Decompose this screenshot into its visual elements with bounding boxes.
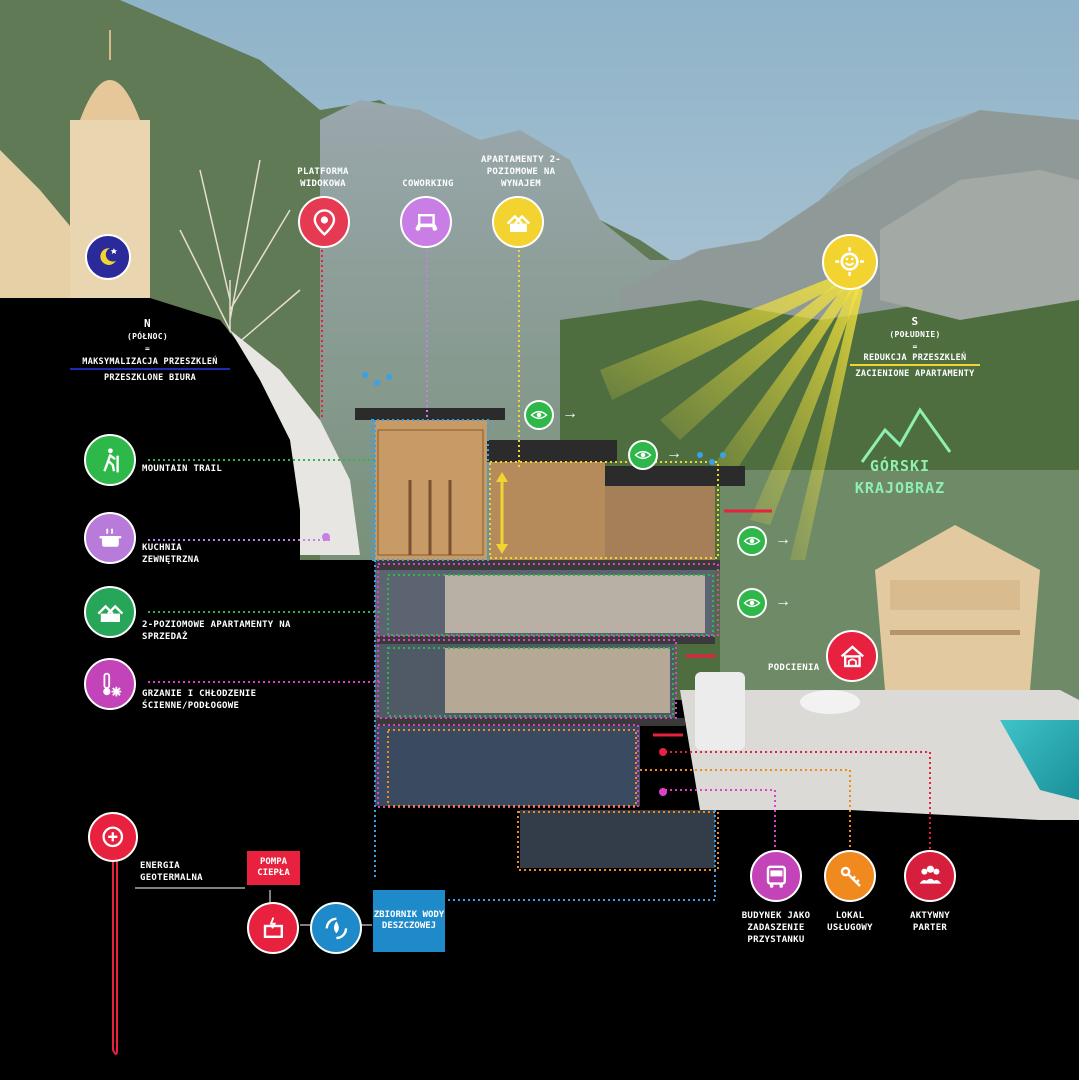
view-arrow-icon: → bbox=[775, 593, 791, 610]
energia-label: ENERGIA GEOTERMALNA bbox=[140, 861, 203, 883]
hill-slope bbox=[230, 330, 360, 555]
car bbox=[800, 690, 860, 714]
heat-pump-icon bbox=[247, 902, 299, 954]
view-arrow-icon: → bbox=[775, 531, 791, 548]
mountain-trail-label: MOUNTAIN TRAIL bbox=[142, 464, 223, 474]
podcienia-label: PODCIENIA bbox=[768, 663, 820, 673]
lake bbox=[1000, 720, 1079, 800]
house-arcade-icon bbox=[826, 630, 878, 682]
view-arrow-icon: → bbox=[562, 405, 578, 422]
sun-smile-icon bbox=[822, 234, 878, 290]
view-arrow-icon: → bbox=[666, 445, 682, 462]
water-cycle-icon bbox=[310, 902, 362, 954]
view-eye-icon bbox=[737, 526, 767, 556]
rain-drops bbox=[362, 372, 726, 465]
south-sub: (POŁUDNIE) bbox=[889, 330, 941, 339]
church-dome bbox=[80, 80, 140, 120]
location-eye-icon bbox=[298, 196, 350, 248]
coworking-label: COWORKING bbox=[402, 179, 454, 189]
rock-face bbox=[880, 170, 1079, 320]
north-sub: (PÓŁNOC) bbox=[127, 332, 168, 341]
moon-stars-icon bbox=[85, 234, 131, 280]
zbiornik-box: ZBIORNIK WODY DESZCZOWEJ bbox=[373, 890, 445, 952]
connector-lines bbox=[148, 245, 931, 901]
apartamenty-wynajem-label: APARTAMENTY 2-POZIOMOWE NA WYNAJEM bbox=[480, 155, 562, 189]
apartamenty-sprzedaz-label: 2-POZIOMOWE APARTAMENTY NA SPRZEDAŻ bbox=[142, 620, 291, 642]
thermo-snow-icon bbox=[84, 658, 136, 710]
church-building bbox=[0, 150, 90, 300]
landscape-title: GÓRSKI KRAJOBRAZ bbox=[854, 457, 946, 497]
grzanie-label: GRZANIE I CHŁODZENIE ŚCIENNE/PODŁOGOWE bbox=[142, 689, 257, 711]
pompa-box: POMPA CIEPŁA bbox=[247, 851, 300, 885]
view-eye-icon bbox=[737, 588, 767, 618]
key-tag-icon bbox=[824, 850, 876, 902]
south-line2: ZACIENIONE APARTAMENTY bbox=[855, 369, 975, 379]
pot-icon bbox=[84, 512, 136, 564]
mountain-logo bbox=[860, 407, 952, 463]
view-eye-icon bbox=[524, 400, 554, 430]
lokal-label: LOKAL USŁUGOWY bbox=[827, 911, 873, 933]
hiker-icon bbox=[84, 434, 136, 486]
houses-icon bbox=[84, 586, 136, 638]
group-icon bbox=[904, 850, 956, 902]
sun-rays bbox=[600, 272, 863, 560]
south-letter: S bbox=[911, 315, 919, 328]
przystanek-label: BUDYNEK JAKO ZADASZENIE PRZYSTANKU bbox=[741, 911, 811, 945]
north-line2: PRZESZKLONE BIURA bbox=[103, 373, 197, 383]
street bbox=[680, 690, 1079, 820]
bus bbox=[695, 672, 745, 750]
geothermal-icon bbox=[88, 812, 138, 862]
north-letter: N bbox=[144, 317, 151, 330]
north-line1: MAKSYMALIZACJA PRZESZKLEŃ bbox=[70, 356, 230, 370]
houses-icon bbox=[492, 196, 544, 248]
people-table-icon bbox=[400, 196, 452, 248]
parter-label: AKTYWNY PARTER bbox=[909, 911, 951, 933]
red-arrows bbox=[653, 509, 772, 737]
view-eye-icon bbox=[628, 440, 658, 470]
kuchnia-label: KUCHNIA ZEWNĘTRZNA bbox=[142, 543, 200, 565]
south-eq: = bbox=[912, 342, 918, 351]
south-line1: REDUKCJA PRZESZKLEŃ bbox=[850, 352, 980, 366]
bus-icon bbox=[750, 850, 802, 902]
building-section bbox=[355, 408, 745, 868]
platforma-label: PLATFORMA WIDOKOWA bbox=[297, 167, 349, 189]
north-eq: = bbox=[144, 344, 151, 353]
